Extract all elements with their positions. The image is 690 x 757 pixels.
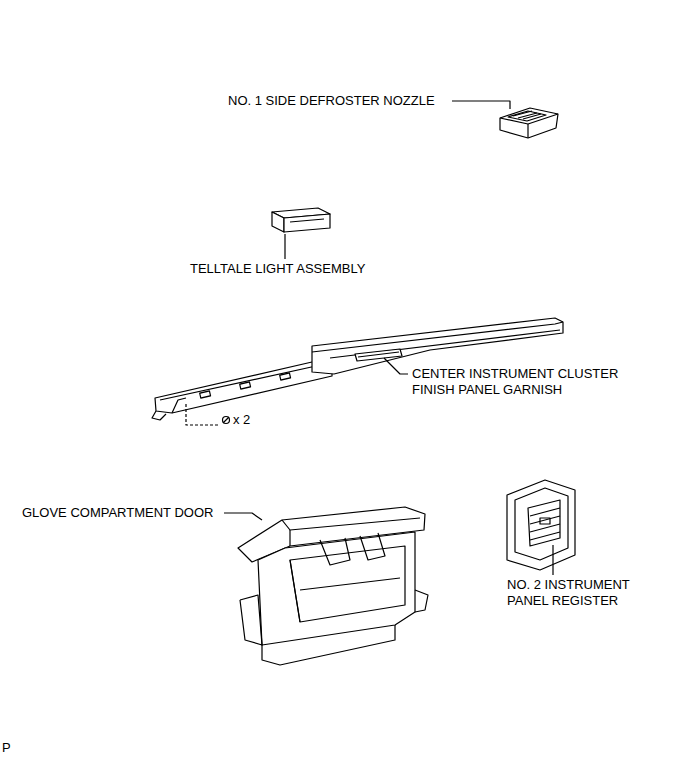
screw-line <box>186 404 220 425</box>
quantity-label: x 2 <box>233 412 250 428</box>
part-name: NO. 2 INSTRUMENT PANEL REGISTER <box>507 577 657 609</box>
telltale-light <box>272 208 330 232</box>
panel-register <box>507 480 575 570</box>
part-name: TELLTALE LIGHT ASSEMBLY <box>190 261 365 277</box>
page-marker: P <box>2 740 11 756</box>
screw-icon <box>223 417 230 424</box>
defroster-nozzle <box>500 108 558 138</box>
leader-line <box>224 513 262 520</box>
part-name: GLOVE COMPARTMENT DOOR <box>22 505 213 521</box>
leader-line <box>384 358 408 374</box>
part-name: NO. 1 SIDE DEFROSTER NOZZLE <box>228 93 435 109</box>
leader-line <box>452 101 510 109</box>
leader-line <box>552 545 553 575</box>
glove-compartment <box>238 507 428 665</box>
part-name: CENTER INSTRUMENT CLUSTER FINISH PANEL G… <box>412 366 652 398</box>
leader-line <box>284 234 285 259</box>
